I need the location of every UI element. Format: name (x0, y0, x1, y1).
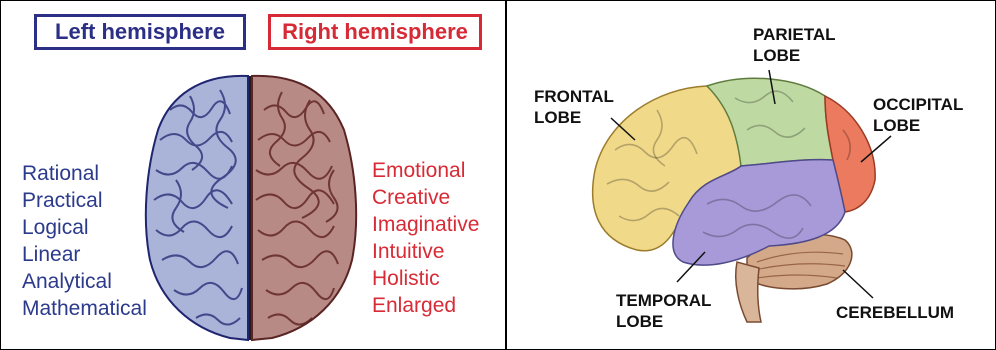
occipital-lobe-label-line2: LOBE (873, 115, 963, 136)
temporal-lobe-label-line2: LOBE (616, 311, 711, 332)
parietal-lobe-label-line2: LOBE (753, 45, 835, 66)
cerebellum-pointer (843, 270, 873, 298)
left-trait: Rational (22, 160, 147, 187)
frontal-lobe-label: FRONTAL LOBE (534, 86, 614, 128)
frontal-lobe-label-line2: LOBE (534, 107, 614, 128)
cerebellum-label: CEREBELLUM (836, 302, 954, 323)
frontal-lobe-label-line1: FRONTAL (534, 86, 614, 107)
right-trait: Imaginative (372, 211, 479, 238)
left-trait: Mathematical (22, 295, 147, 322)
lobes-panel: FRONTAL LOBE PARIETAL LOBE OCCIPITAL LOB… (507, 0, 996, 350)
right-trait: Enlarged (372, 292, 479, 319)
parietal-lobe-label: PARIETAL LOBE (753, 24, 835, 66)
right-trait: Emotional (372, 157, 479, 184)
left-trait: Analytical (22, 268, 147, 295)
occipital-lobe-label-line1: OCCIPITAL (873, 94, 963, 115)
right-trait: Holistic (372, 265, 479, 292)
temporal-lobe-label-line1: TEMPORAL (616, 290, 711, 311)
left-trait: Linear (22, 241, 147, 268)
right-hemisphere-shape (252, 76, 356, 340)
right-trait: Intuitive (372, 238, 479, 265)
right-hemisphere-title: Right hemisphere (268, 14, 482, 50)
cerebellum-label-line1: CEREBELLUM (836, 302, 954, 323)
left-trait: Logical (22, 214, 147, 241)
temporal-lobe-label: TEMPORAL LOBE (616, 290, 711, 332)
left-hemisphere-shape (146, 76, 248, 340)
right-trait: Creative (372, 184, 479, 211)
occipital-lobe-label: OCCIPITAL LOBE (873, 94, 963, 136)
side-view-brain (507, 0, 996, 350)
brainstem-shape (736, 262, 761, 322)
parietal-lobe-label-line1: PARIETAL (753, 24, 835, 45)
right-traits-list: Emotional Creative Imaginative Intuitive… (372, 157, 479, 319)
hemispheres-panel: Left hemisphere Right hemisphere Rationa… (0, 0, 505, 350)
left-hemisphere-title: Left hemisphere (34, 14, 246, 50)
left-traits-list: Rational Practical Logical Linear Analyt… (22, 160, 147, 322)
left-trait: Practical (22, 187, 147, 214)
